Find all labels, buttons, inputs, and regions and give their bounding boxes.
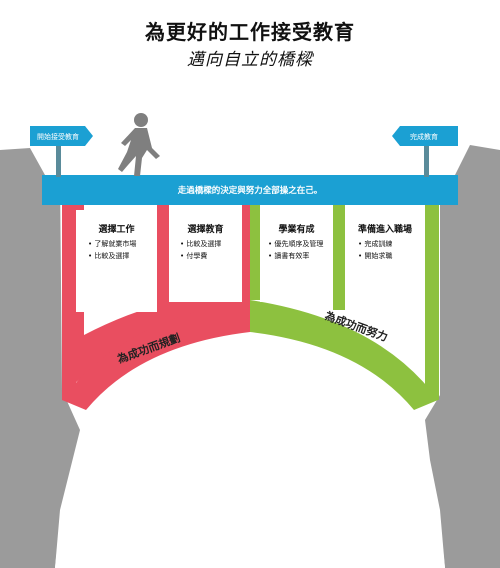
right-sign-text: 完成教育 (410, 132, 438, 141)
green-pillar-left (250, 200, 260, 300)
bridge-deck (42, 175, 458, 205)
panel-2-list: 比較及選擇 付學費 (180, 238, 221, 262)
canyon-bottom (55, 505, 445, 568)
panel-4-title: 準備進入職場 (357, 225, 412, 235)
panel-3-list: 優先順序及管理 讀書有效率 (268, 238, 323, 262)
panel-1-item-2: 比較及選擇 (88, 250, 136, 262)
panel-1-item-1: 了解就業市場 (88, 238, 136, 250)
panel-4-item-1: 完成訓練 (358, 238, 392, 250)
green-pillar-right (425, 200, 439, 400)
left-cliff (0, 148, 80, 568)
green-arch-band (250, 300, 438, 410)
deck-text: 走過橋樑的決定與努力全部操之在己。 (177, 185, 323, 196)
left-sign-text: 開始接受教育 (37, 132, 79, 141)
red-pillar-right (242, 200, 252, 300)
left-sign (30, 126, 93, 146)
red-pillar-mid (157, 200, 169, 310)
panel-3-item-1: 優先順序及管理 (268, 238, 323, 250)
red-arch-band (62, 300, 250, 410)
right-cliff (425, 145, 500, 568)
page-subtitle: 邁向自立的橋樑 (187, 50, 313, 70)
panel-2-item-2: 付學費 (180, 250, 221, 262)
walking-person-icon (118, 113, 160, 176)
panel-4-item-2: 開始求職 (358, 250, 392, 262)
panel-3-title: 學業有成 (278, 225, 315, 235)
panel-3-item-2: 讀書有效率 (268, 250, 323, 262)
green-pillar-mid (333, 200, 345, 310)
panel-2-title: 選擇教育 (187, 225, 224, 235)
red-pillar-left (62, 200, 76, 400)
panel-1-title: 選擇工作 (98, 225, 135, 235)
panel-2-item-1: 比較及選擇 (180, 238, 221, 250)
left-sign-post (56, 135, 61, 177)
panel-1-list: 了解就業市場 比較及選擇 (88, 238, 136, 262)
right-sign (392, 126, 458, 146)
panel-4-list: 完成訓練 開始求職 (358, 238, 392, 262)
page-title: 為更好的工作接受教育 (145, 20, 355, 44)
right-sign-post (424, 135, 429, 177)
red-arch (62, 200, 250, 395)
